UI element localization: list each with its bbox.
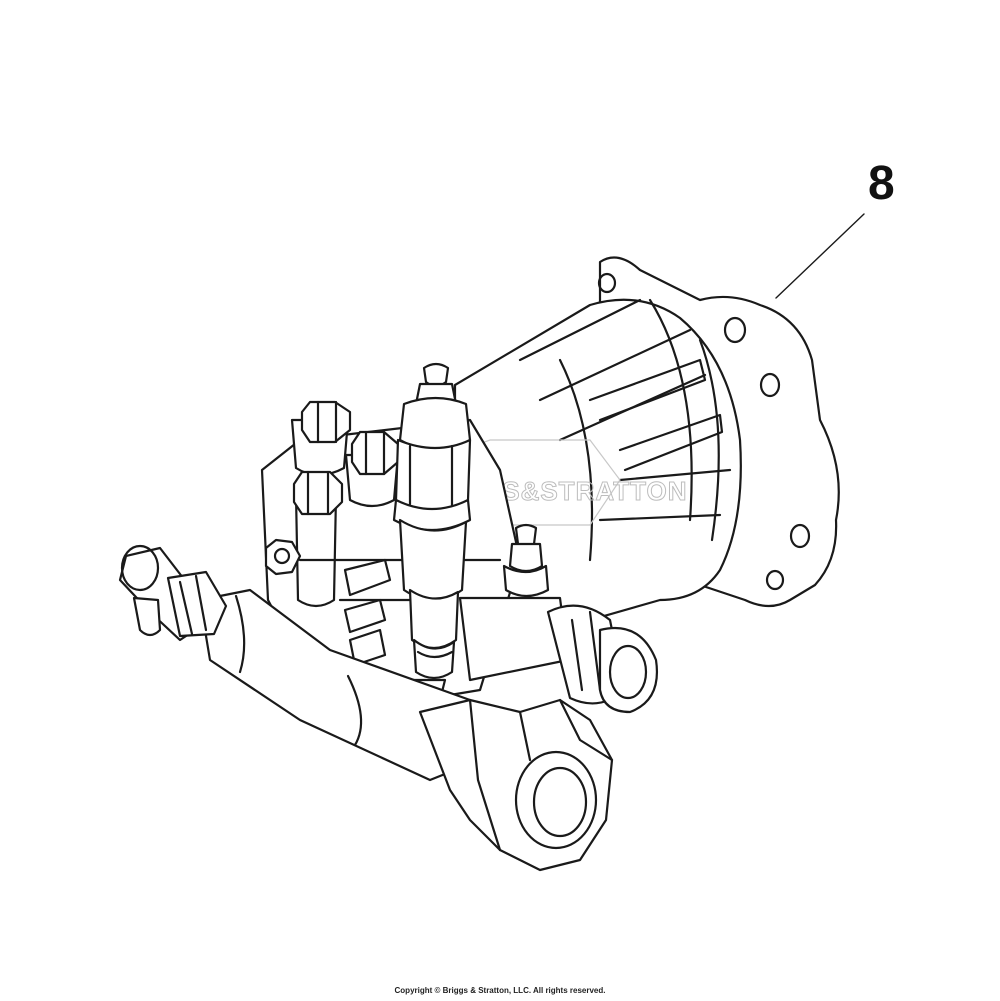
valve-plug-middle (344, 430, 400, 508)
callout-leader-line (775, 213, 865, 299)
callout-label-8: 8 (868, 157, 895, 210)
side-bolt (264, 538, 302, 576)
copyright-notice: Copyright © Briggs & Stratton, LLC. All … (394, 986, 606, 995)
left-elbow-fitting (118, 544, 228, 642)
small-nipple-fitting (502, 523, 550, 598)
outlet-fitting (458, 596, 658, 714)
unloader-valve (392, 362, 472, 680)
crankcase-housing (453, 256, 840, 642)
inlet-hex-nut (418, 698, 614, 872)
valve-plug-rear (290, 400, 352, 477)
valve-plug-front (292, 470, 344, 608)
